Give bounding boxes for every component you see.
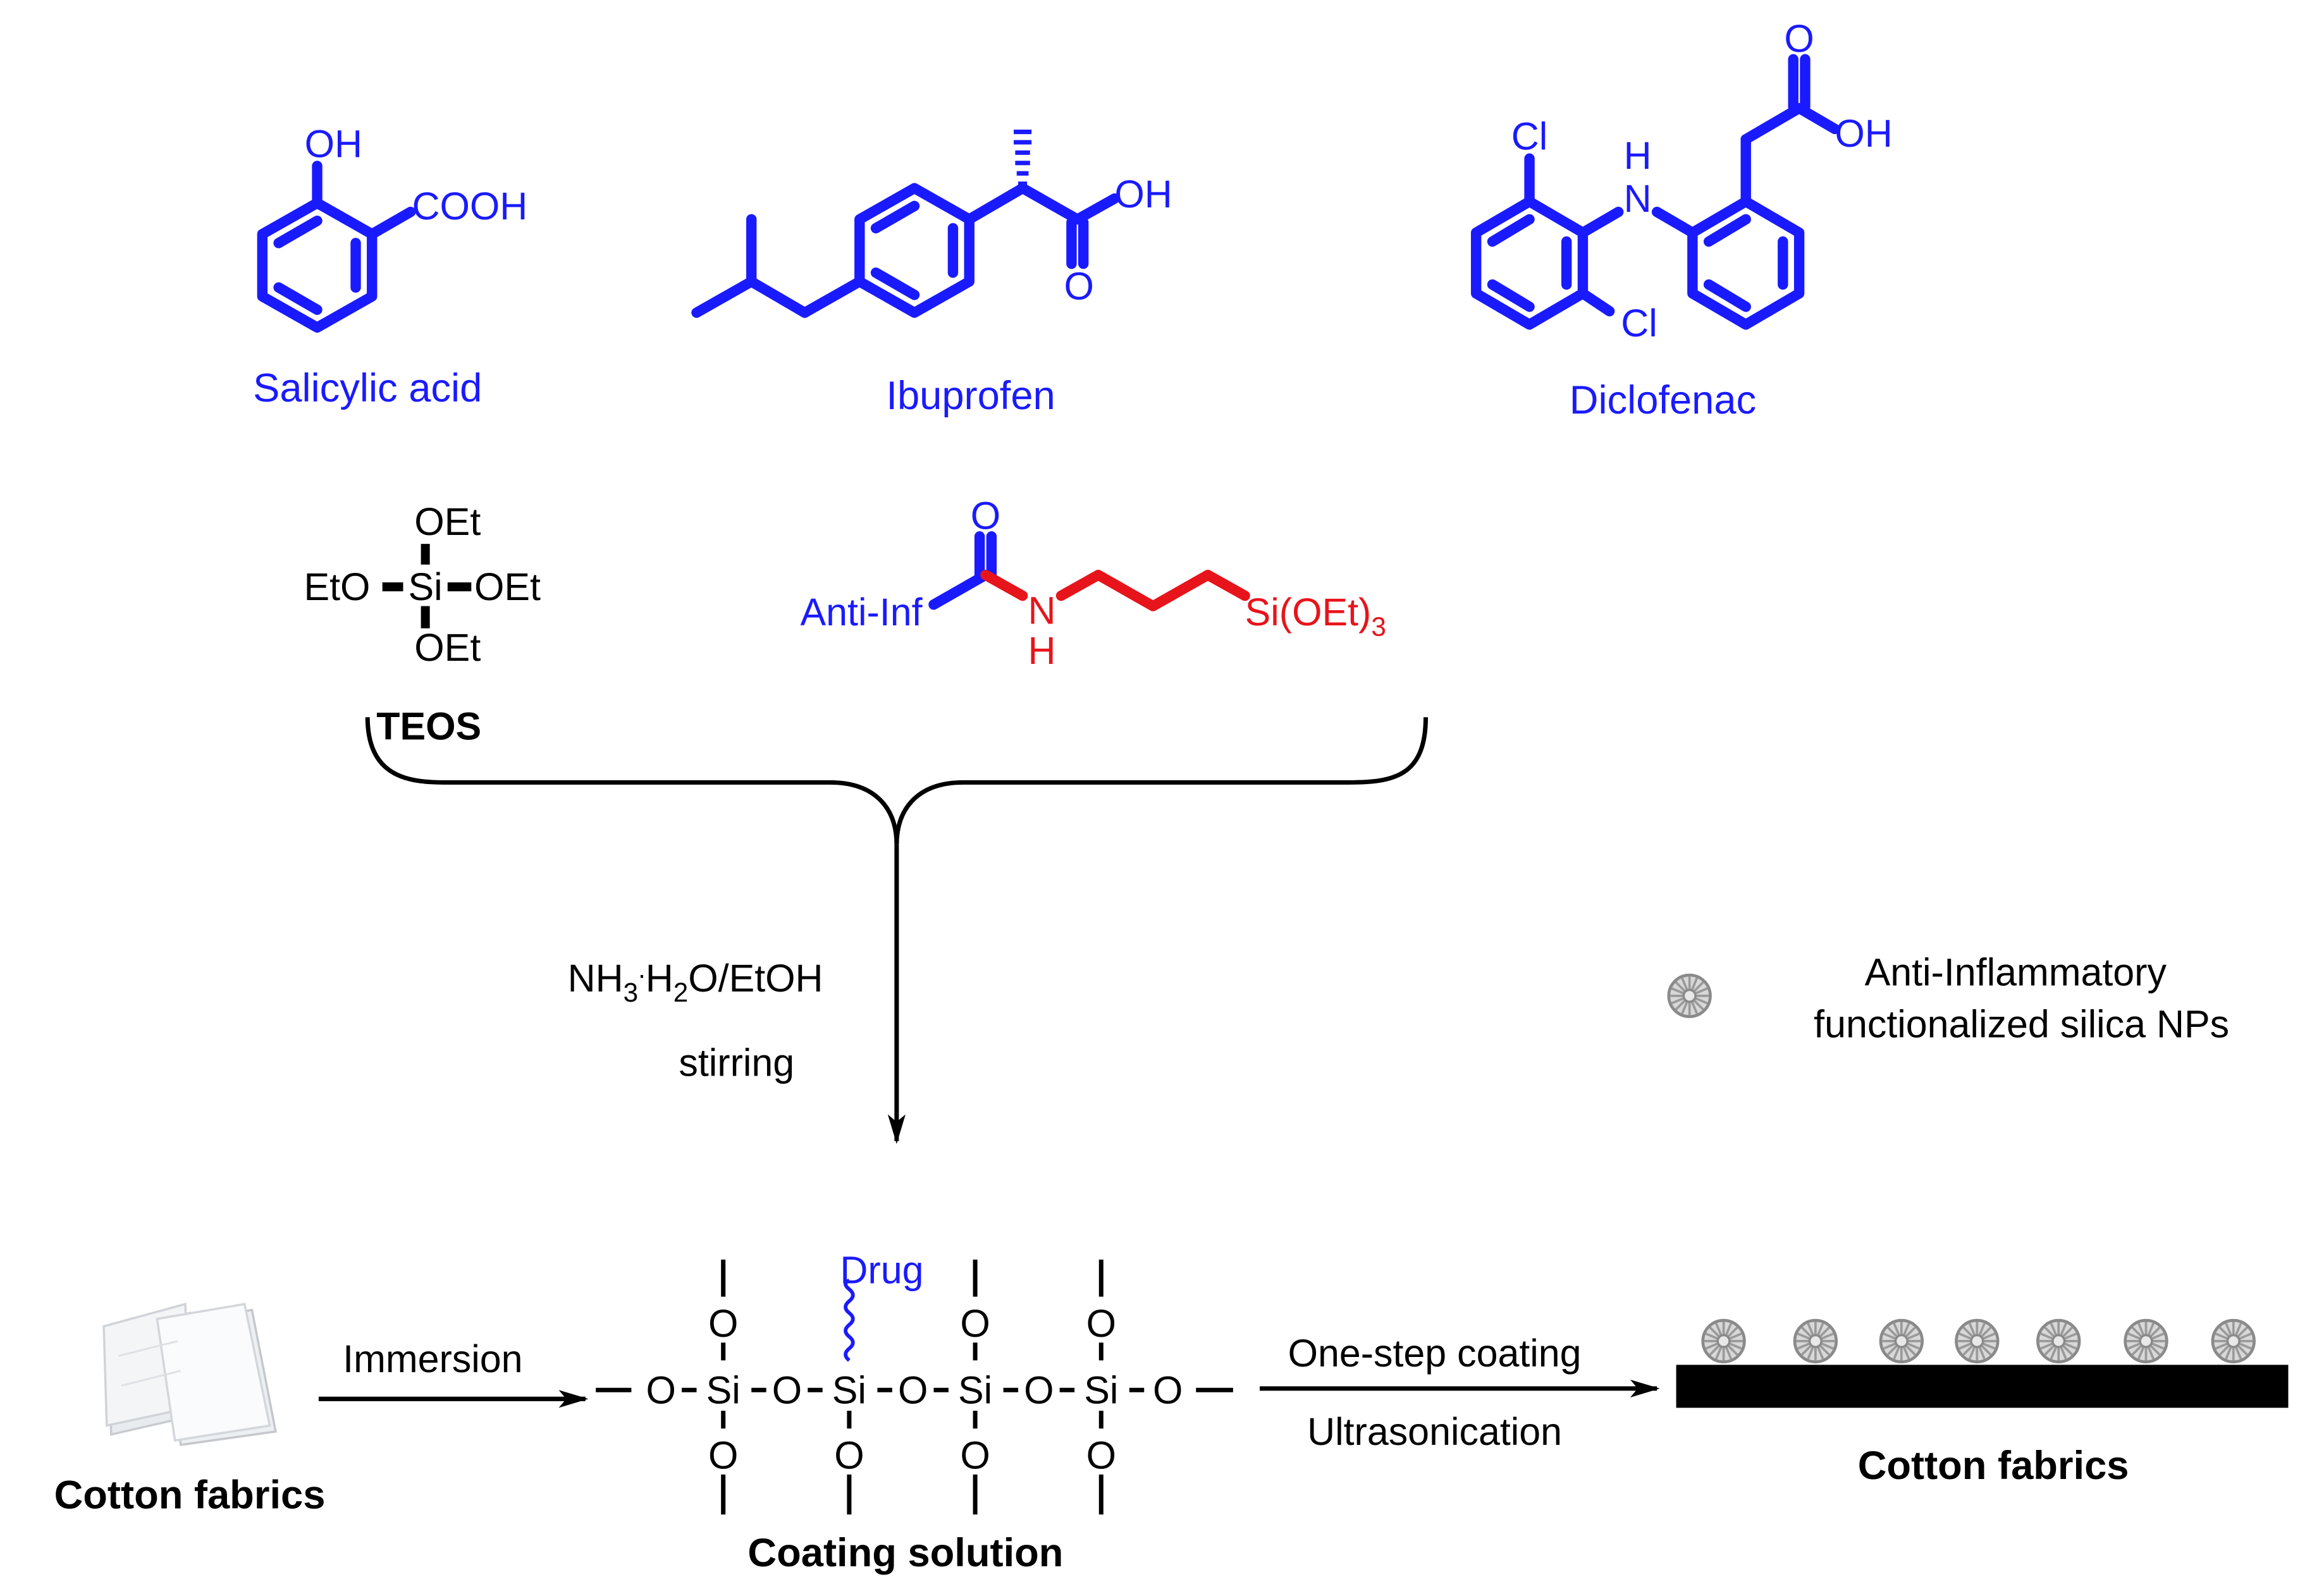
salicylic-cooh-label: COOH xyxy=(412,185,528,228)
diclofenac-structure: Cl Cl H N O OH xyxy=(1471,17,1893,345)
chain-o-4: O xyxy=(1024,1368,1054,1411)
condition-label: stirring xyxy=(679,1041,794,1084)
chain-si-2: Si xyxy=(832,1368,866,1411)
col2-o-bottom: O xyxy=(834,1433,864,1476)
col4-o-bottom: O xyxy=(1086,1433,1116,1476)
linker-h-label: H xyxy=(1028,629,1056,672)
teos-si: Si xyxy=(409,565,443,608)
diclofenac-o-label: O xyxy=(1784,17,1814,60)
col3-o-bottom: O xyxy=(960,1433,990,1476)
linker-o-label: O xyxy=(971,494,1000,537)
nanoparticle-4 xyxy=(1957,1320,1998,1362)
ibuprofen-structure: OH O xyxy=(691,130,1172,318)
salicylic-acid-structure: OH COOH xyxy=(257,122,528,333)
col4-o-top: O xyxy=(1086,1302,1116,1345)
step2-label: Ultrasonication xyxy=(1307,1410,1562,1453)
teos-oet-bottom: OEt xyxy=(414,626,481,669)
cotton-fabric-image xyxy=(102,1303,278,1446)
teos-oet-top: OEt xyxy=(414,500,481,543)
immersion-label: Immersion xyxy=(343,1337,522,1380)
legend-line1: Anti-Inflammatory xyxy=(1865,950,2167,993)
diclofenac-cl-top-label: Cl xyxy=(1511,115,1548,158)
teos-oet-right: OEt xyxy=(474,565,541,608)
cotton-fabrics-left-label: Cotton fabrics xyxy=(54,1473,326,1518)
teos-eto-left: EtO xyxy=(304,565,370,608)
chain-o-1: O xyxy=(646,1368,676,1411)
col3-o-top: O xyxy=(960,1302,990,1345)
diclofenac-oh-label: OH xyxy=(1835,112,1892,155)
col1-o-bottom: O xyxy=(708,1433,738,1476)
chain-si-3: Si xyxy=(958,1368,992,1411)
diclofenac-h-label: H xyxy=(1624,134,1652,177)
chain-si-1: Si xyxy=(706,1368,741,1411)
coating-solution-label: Coating solution xyxy=(747,1531,1063,1575)
teos-label: TEOS xyxy=(376,704,481,747)
diclofenac-n-label: N xyxy=(1624,177,1652,220)
nanoparticle-3 xyxy=(1881,1320,1922,1362)
nanoparticle-7 xyxy=(2213,1320,2254,1362)
chain-o-3: O xyxy=(898,1368,928,1411)
diclofenac-cl-bottom-label: Cl xyxy=(1621,302,1657,345)
legend-line2: functionalized silica NPs xyxy=(1814,1002,2229,1045)
silica-network: O Si O Si O Si O Si O O O Drug O O O xyxy=(596,1249,1233,1515)
nanoparticle-1 xyxy=(1703,1320,1745,1362)
combining-brace xyxy=(365,717,1429,845)
anti-inf-linker-structure: Anti-Inf O N H Si(OEt)3 xyxy=(801,494,1386,672)
nanoparticle-2 xyxy=(1795,1320,1836,1362)
linker-si-oet-label: Si(OEt)3 xyxy=(1245,591,1386,641)
reagent-label: NH3.H2O/EtOH xyxy=(568,954,823,1007)
nanoparticle-legend-icon xyxy=(1669,975,1711,1017)
chain-si-4: Si xyxy=(1084,1368,1118,1411)
linker-anti-inf-label: Anti-Inf xyxy=(801,591,923,634)
linker-n-label: N xyxy=(1028,589,1056,632)
salicylic-oh-label: OH xyxy=(305,122,362,165)
nanoparticle-6 xyxy=(2125,1320,2167,1362)
coated-fabric-bar xyxy=(1676,1365,2289,1408)
diclofenac-name: Diclofenac xyxy=(1570,378,1756,422)
ibuprofen-name: Ibuprofen xyxy=(886,374,1055,418)
ibuprofen-o-label: O xyxy=(1064,264,1093,307)
chain-o-5: O xyxy=(1153,1368,1183,1411)
teos-structure: OEt EtO Si OEt OEt xyxy=(304,500,541,669)
cotton-fabrics-right-label: Cotton fabrics xyxy=(1858,1444,2129,1488)
ibuprofen-oh-label: OH xyxy=(1114,173,1172,216)
col1-o-top: O xyxy=(708,1302,738,1345)
salicylic-acid-name: Salicylic acid xyxy=(253,366,482,410)
chain-o-2: O xyxy=(772,1368,802,1411)
nanoparticle-5 xyxy=(2038,1320,2079,1362)
step1-label: One-step coating xyxy=(1288,1332,1582,1375)
drug-label: Drug xyxy=(840,1249,923,1292)
